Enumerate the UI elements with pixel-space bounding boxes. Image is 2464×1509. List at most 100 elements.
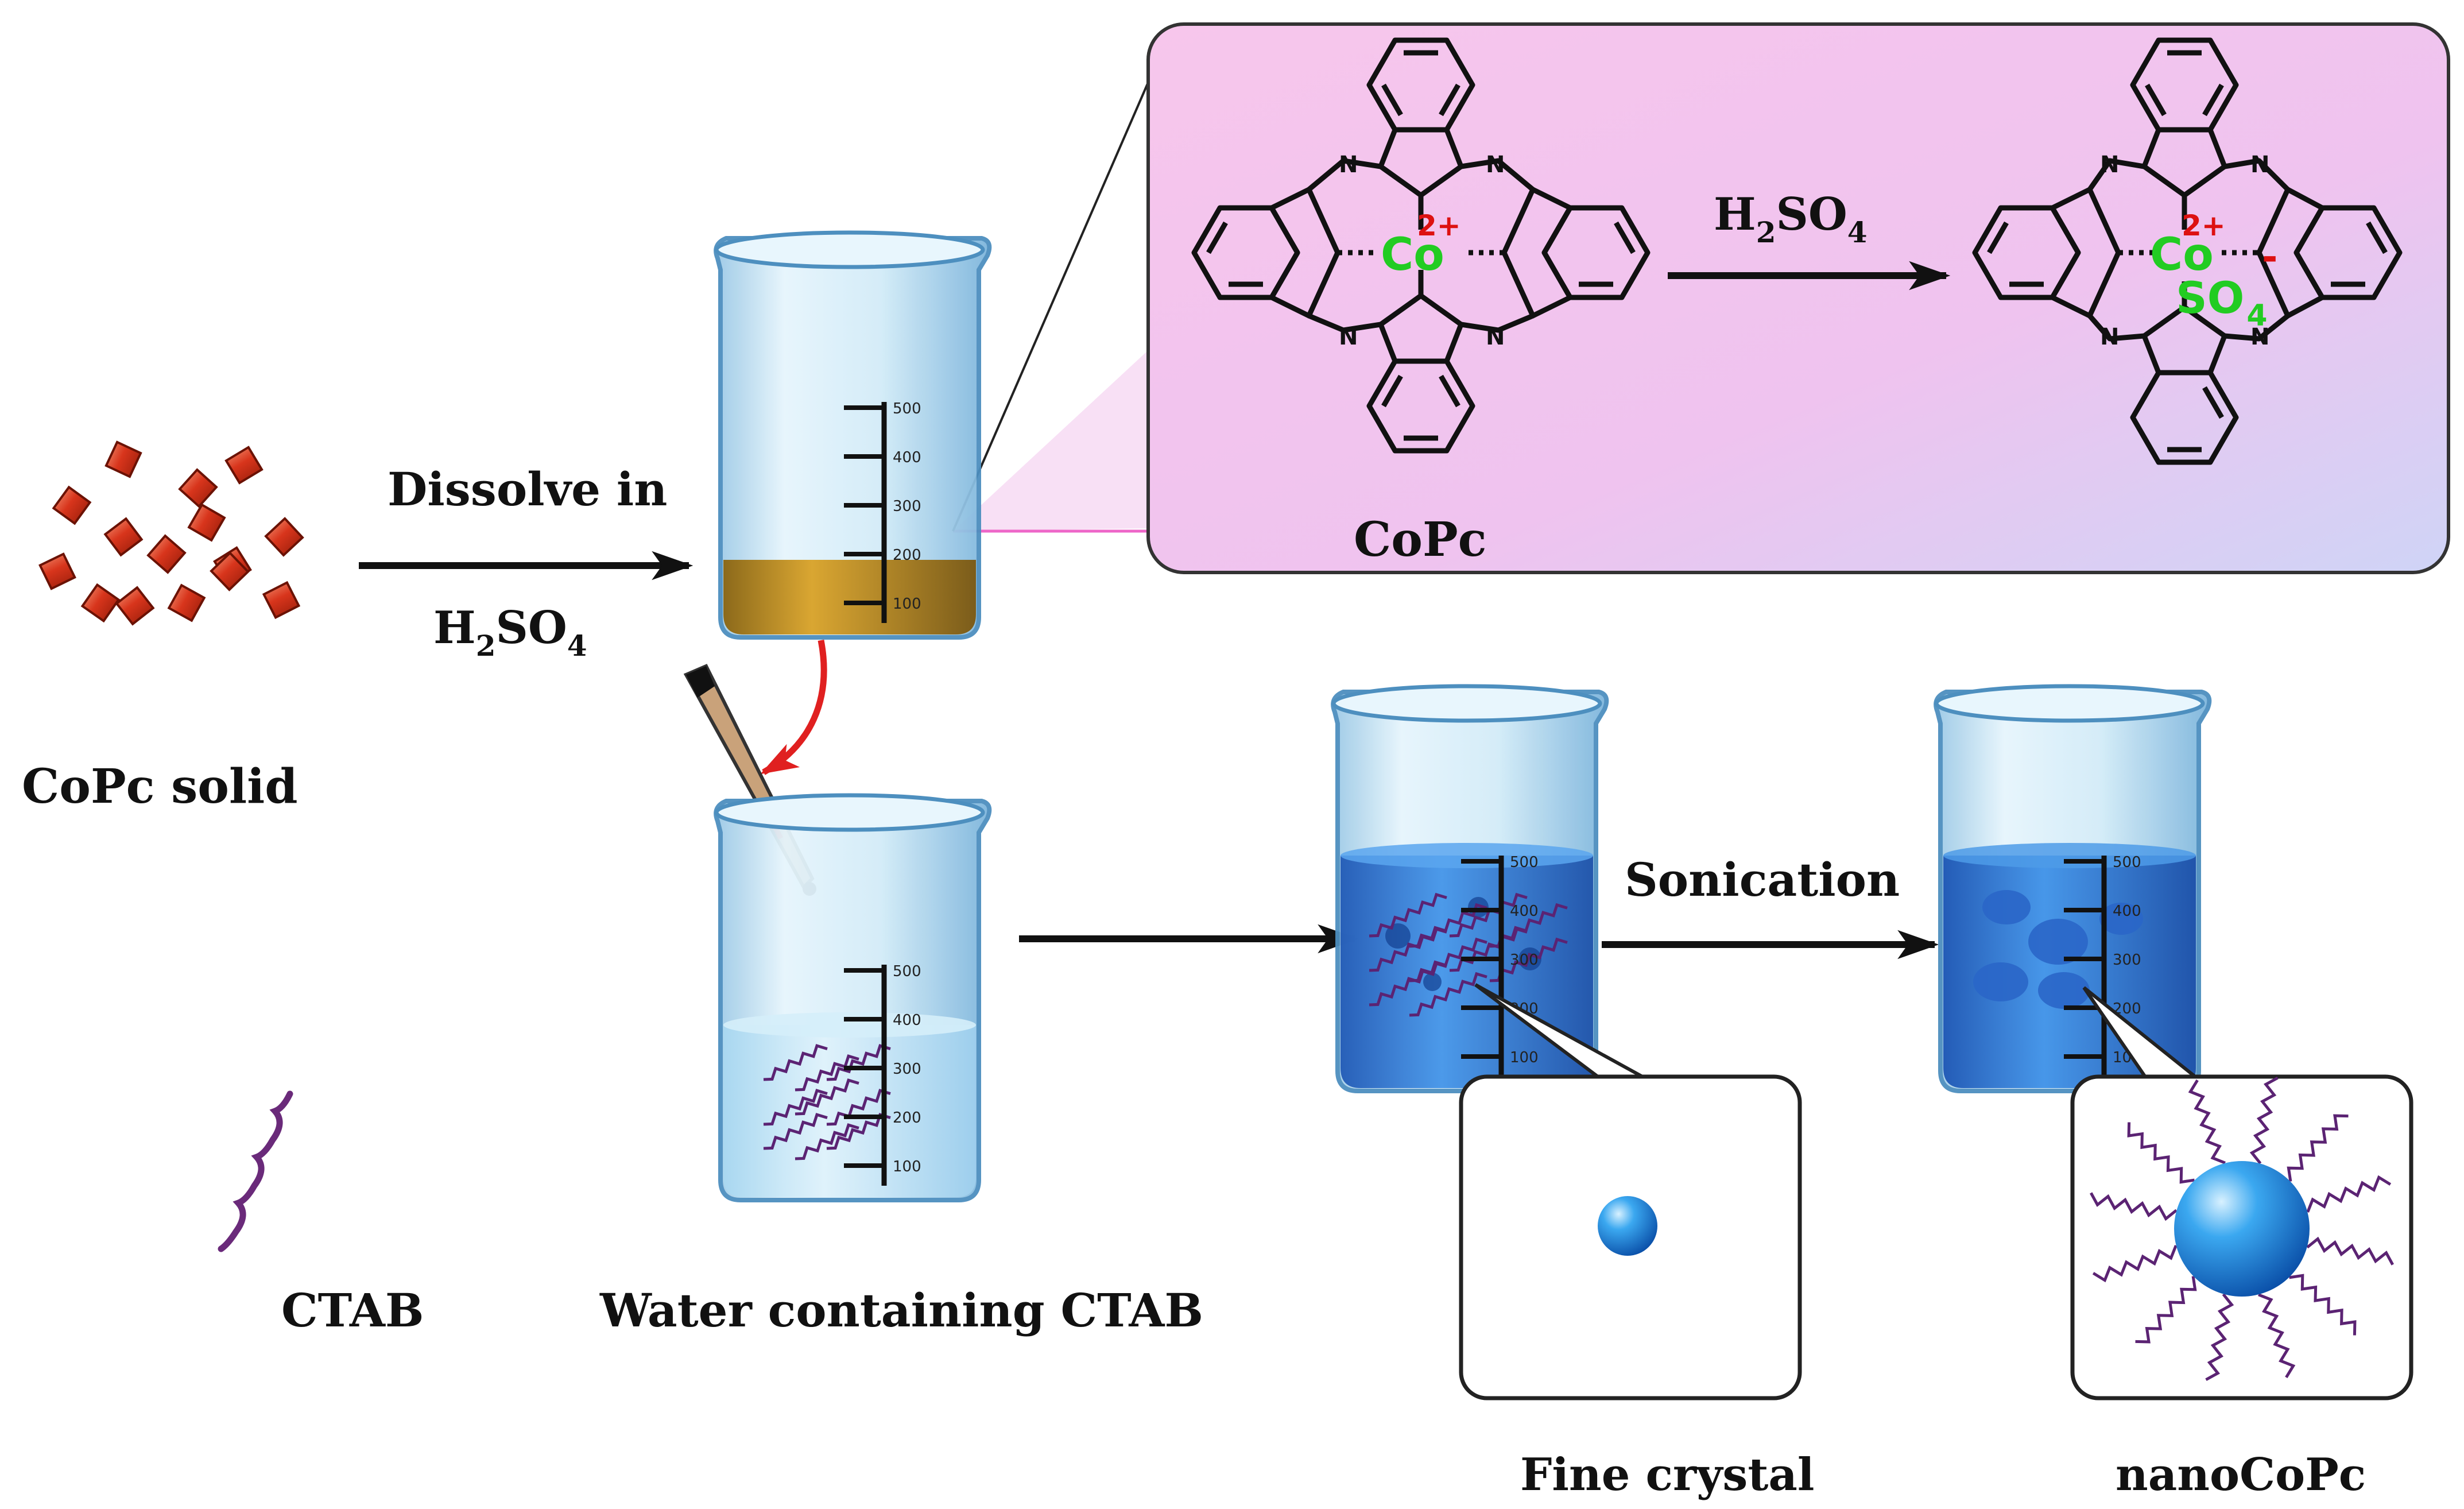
ctab-chain (2258, 1293, 2296, 1379)
nanocopc-particle (2174, 1161, 2310, 1297)
water-ctab-label: Water containing CTAB (599, 1283, 1203, 1337)
ctab-chains (2090, 1077, 2394, 1381)
ctab-chain (826, 1089, 891, 1126)
ctab-chain (2092, 1245, 2178, 1283)
cobalt-label: Co (2150, 229, 2214, 281)
fine-crystal-callout (1459, 983, 1802, 1400)
copc-crystal (187, 503, 226, 542)
ctab-chain (795, 1123, 859, 1160)
scale-tick-label: 300 (893, 1061, 921, 1078)
copc-crystal (52, 485, 92, 525)
copc-crystal (38, 552, 76, 590)
copc-crystal (103, 517, 144, 557)
copc-crystal (210, 551, 250, 591)
acid-solution (723, 560, 976, 634)
inset-callout-wedge (953, 350, 1153, 531)
dissolve-in-label: Dissolve in (388, 462, 667, 516)
ctab-chain (2289, 1274, 2357, 1336)
scale-tick-label: 300 (2113, 951, 2141, 969)
ctab-label: CTAB (281, 1283, 424, 1337)
copc-crystal (104, 440, 142, 478)
ctab-chain (2090, 1192, 2178, 1221)
scale-tick-label: 100 (1510, 1049, 1539, 1066)
ctab-chain (826, 1044, 891, 1081)
scale-tick-label: 400 (2113, 903, 2141, 920)
ctab-chain (2287, 1114, 2349, 1182)
scale-tick-label: 500 (893, 963, 921, 980)
scale-tick-label: 500 (2113, 854, 2141, 871)
minus-charge-label: - (2262, 235, 2277, 279)
cobalt-label: Co (1381, 229, 1444, 281)
nanocopc-callout (2070, 986, 2413, 1400)
ctab-chain (1409, 937, 1487, 982)
scale-tick-label: 200 (893, 547, 921, 564)
scale-tick-label: 100 (893, 595, 921, 613)
ctab-chains (763, 1044, 891, 1160)
copc-crystal (178, 468, 218, 508)
copc-crystal (80, 583, 121, 623)
ctab-chain (1369, 961, 1447, 1007)
charge-label: 2+ (2182, 209, 2226, 242)
transfer-arrow (760, 639, 827, 775)
volume-scale: 500 400 300 200 100 (844, 400, 921, 623)
scale-tick-label: 100 (893, 1158, 921, 1175)
ctab-chain (2127, 1122, 2195, 1184)
scale-tick-label: 400 (893, 449, 921, 466)
ctab-chain (763, 1113, 828, 1150)
scale-tick-label: 400 (893, 1012, 921, 1029)
scale-tick-label: 400 (1510, 903, 1539, 920)
fine-crystal-particle (1598, 1196, 1657, 1256)
ctab-molecule-icon (218, 1090, 293, 1252)
ctab-chain (826, 1113, 891, 1150)
fine-crystal-label: Fine crystal (1520, 1449, 1815, 1501)
copc-crystal (262, 581, 301, 620)
nitrogen-label: N (2100, 324, 2119, 350)
copc-crystal (264, 517, 304, 557)
ctab-chain (1409, 972, 1487, 1017)
inset-callout-edge (952, 71, 1154, 532)
nitrogen-label: N (2100, 152, 2119, 178)
h2so4-reagent-label: H2SO4 (1714, 188, 1868, 249)
copc-solid-crystals (38, 440, 304, 626)
h2so4-solvent-label: H2SO4 (433, 602, 587, 663)
ctab-chain (2306, 1175, 2392, 1213)
nitrogen-label: N (1339, 152, 1358, 178)
scale-tick-label: 200 (893, 1109, 921, 1127)
ctab-chain (1449, 892, 1528, 938)
nanocopc-label: nanoCoPc (2116, 1449, 2366, 1501)
ctab-chain (1369, 927, 1447, 972)
scale-tick-label: 300 (1510, 951, 1539, 969)
ctab-chain (2205, 1293, 2234, 1381)
copc-crystal (167, 583, 206, 622)
ctab-chain (763, 1044, 828, 1081)
acid-beaker: 500 400 300 200 100 (716, 233, 989, 637)
copc-crystal (115, 586, 155, 626)
ctab-chain (795, 1054, 859, 1092)
charge-label: 2+ (1417, 209, 1461, 242)
nitrogen-label: N (2250, 324, 2269, 350)
scale-tick-label: 500 (1510, 854, 1539, 871)
copc-crystal (224, 446, 264, 485)
sulfonated-copc-molecule (1972, 37, 2403, 465)
nitrogen-label: N (1339, 324, 1358, 350)
copc-solid-label: CoPc solid (22, 759, 298, 814)
scale-tick-label: 300 (893, 498, 921, 515)
ctab-chain (763, 1089, 828, 1126)
nitrogen-label: N (1486, 152, 1505, 178)
sulfonate-label: SO4 (2176, 272, 2268, 333)
scale-tick-label: 500 (893, 400, 921, 417)
volume-scale: 500 400 300 200 100 (844, 963, 921, 1186)
ctab-chain (1369, 892, 1447, 938)
ctab-chain (1409, 903, 1487, 948)
sonication-label: Sonication (1625, 853, 1900, 907)
ctab-chain (2249, 1077, 2279, 1164)
copc-molecule (1191, 37, 1651, 454)
nitrogen-label: N (2250, 152, 2269, 178)
ctab-chain (2188, 1079, 2226, 1164)
ctab-chain (2306, 1236, 2394, 1266)
copc-crystal (146, 534, 187, 574)
